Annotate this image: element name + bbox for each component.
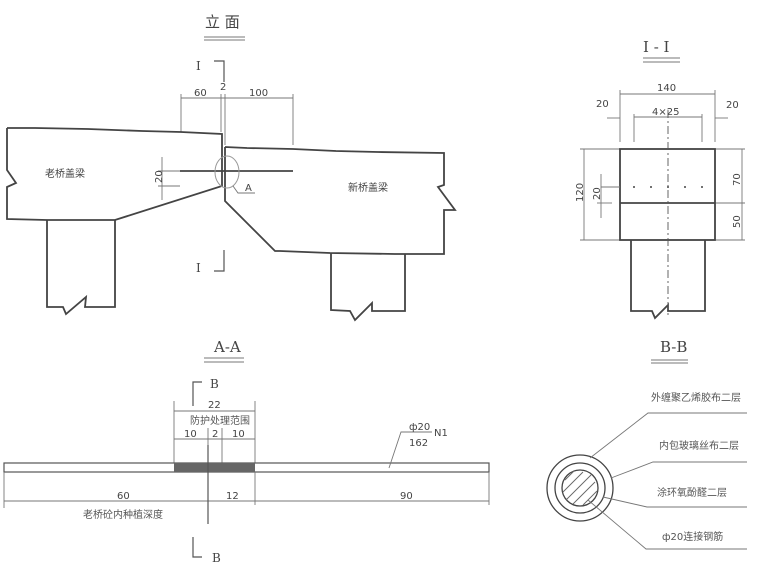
- section-b-title: B-B: [660, 338, 687, 356]
- cut-arrow-top: [192, 381, 202, 406]
- dim-total-text: 140: [657, 83, 676, 94]
- hatch-line: [565, 474, 592, 501]
- new-beam-outline: [224, 146, 457, 255]
- dim-offset-text: 20: [154, 170, 165, 183]
- leader-outer: [589, 412, 747, 459]
- dim-height-text: 120: [575, 183, 586, 202]
- dim-right-part-text: 10: [232, 429, 245, 440]
- section-i-view: I - I 140 20 20 4×25 120 70 50 20: [575, 38, 745, 320]
- new-pier: [330, 253, 406, 322]
- layer-label-rebar: ф20连接钢筋: [662, 530, 723, 543]
- dim-old-text: 60: [117, 491, 130, 502]
- bar-id: N1: [434, 428, 448, 439]
- old-beam-outline: [6, 127, 223, 221]
- old-pier: [46, 220, 116, 316]
- dim-lower-text: 50: [732, 215, 743, 228]
- hatch-line: [572, 481, 596, 505]
- bar-leader: [388, 431, 432, 469]
- dim-edge-left-text: 20: [596, 99, 609, 110]
- cut-mark-bottom: B: [212, 551, 221, 565]
- hatch-line: [562, 471, 584, 493]
- bar-spec: ф20: [409, 422, 430, 433]
- hatch-line: [582, 490, 598, 506]
- outer-wrap-layer: [546, 454, 614, 522]
- leader-rebar: [587, 499, 747, 550]
- anchor-label: 老桥砼内种植深度: [83, 508, 163, 521]
- dim-right-text: 100: [249, 88, 268, 99]
- dim-edge-right-text: 20: [726, 100, 739, 111]
- layer-label-glass: 内包玻璃丝布二层: [659, 439, 739, 452]
- rebar-dot: [650, 186, 652, 188]
- rebar-hatch: [562, 470, 598, 506]
- rebar-dot: [684, 186, 686, 188]
- rebar-dots: [633, 186, 703, 188]
- cut-mark-top: B: [210, 377, 219, 391]
- detail-leader: [232, 185, 255, 194]
- dim-left-part-text: 10: [184, 429, 197, 440]
- pier-section: [630, 240, 706, 320]
- dim-protect-total-text: 22: [208, 400, 221, 411]
- dim-gap-text: 2: [220, 82, 226, 93]
- layer-label-outer: 外缠聚乙烯胶布二层: [651, 391, 741, 404]
- section-arrow-bottom: [214, 250, 225, 272]
- dim-gap-text: 2: [212, 429, 218, 440]
- elevation-view: 立 面 I 60 2 100 老桥盖梁 新桥盖梁 20: [6, 13, 457, 322]
- bar-length: 162: [409, 438, 428, 449]
- hatch-line: [564, 470, 575, 481]
- dim-upper-text: 70: [732, 173, 743, 186]
- detail-mark: A: [245, 183, 252, 194]
- section-arrow-top: [214, 60, 225, 82]
- section-mark-top: I: [196, 59, 201, 73]
- dim-left-text: 60: [194, 88, 207, 99]
- leader-glass: [610, 461, 747, 479]
- dim-new-text: 90: [400, 491, 413, 502]
- detail-circle: [214, 155, 240, 189]
- protect-label: 防护处理范围: [190, 414, 250, 427]
- leader-epoxy: [602, 496, 747, 508]
- dim-mid-text: 12: [226, 491, 239, 502]
- section-i-title: I - I: [643, 38, 670, 56]
- rebar-dot: [701, 186, 703, 188]
- section-a-view: A-A B 22 防护处理范围 10 2 10 ф20 162 N1 60 12…: [3, 338, 490, 565]
- old-beam-label: 老桥盖梁: [45, 167, 85, 180]
- layer-label-epoxy: 涂环氧酚醛二层: [657, 486, 727, 499]
- rebar-core: [561, 469, 599, 507]
- section-mark-bottom: I: [196, 261, 201, 275]
- cut-arrow-bottom: [192, 537, 202, 558]
- section-b-view: B-B 外缠聚乙烯胶布二层 内包玻璃丝布二层 涂环氧酚醛二层 ф20连接钢筋: [546, 338, 747, 550]
- glass-cloth-layer: [554, 462, 606, 514]
- dim-spacing-text: 4×25: [652, 107, 679, 118]
- rebar-dot: [633, 186, 635, 188]
- protection-zone: [174, 463, 255, 472]
- dim-bar-offset-text: 20: [592, 187, 603, 200]
- section-a-title: A-A: [213, 338, 241, 356]
- beam-section: [619, 148, 716, 241]
- new-beam-label: 新桥盖梁: [348, 181, 388, 194]
- elevation-title: 立 面: [205, 13, 240, 31]
